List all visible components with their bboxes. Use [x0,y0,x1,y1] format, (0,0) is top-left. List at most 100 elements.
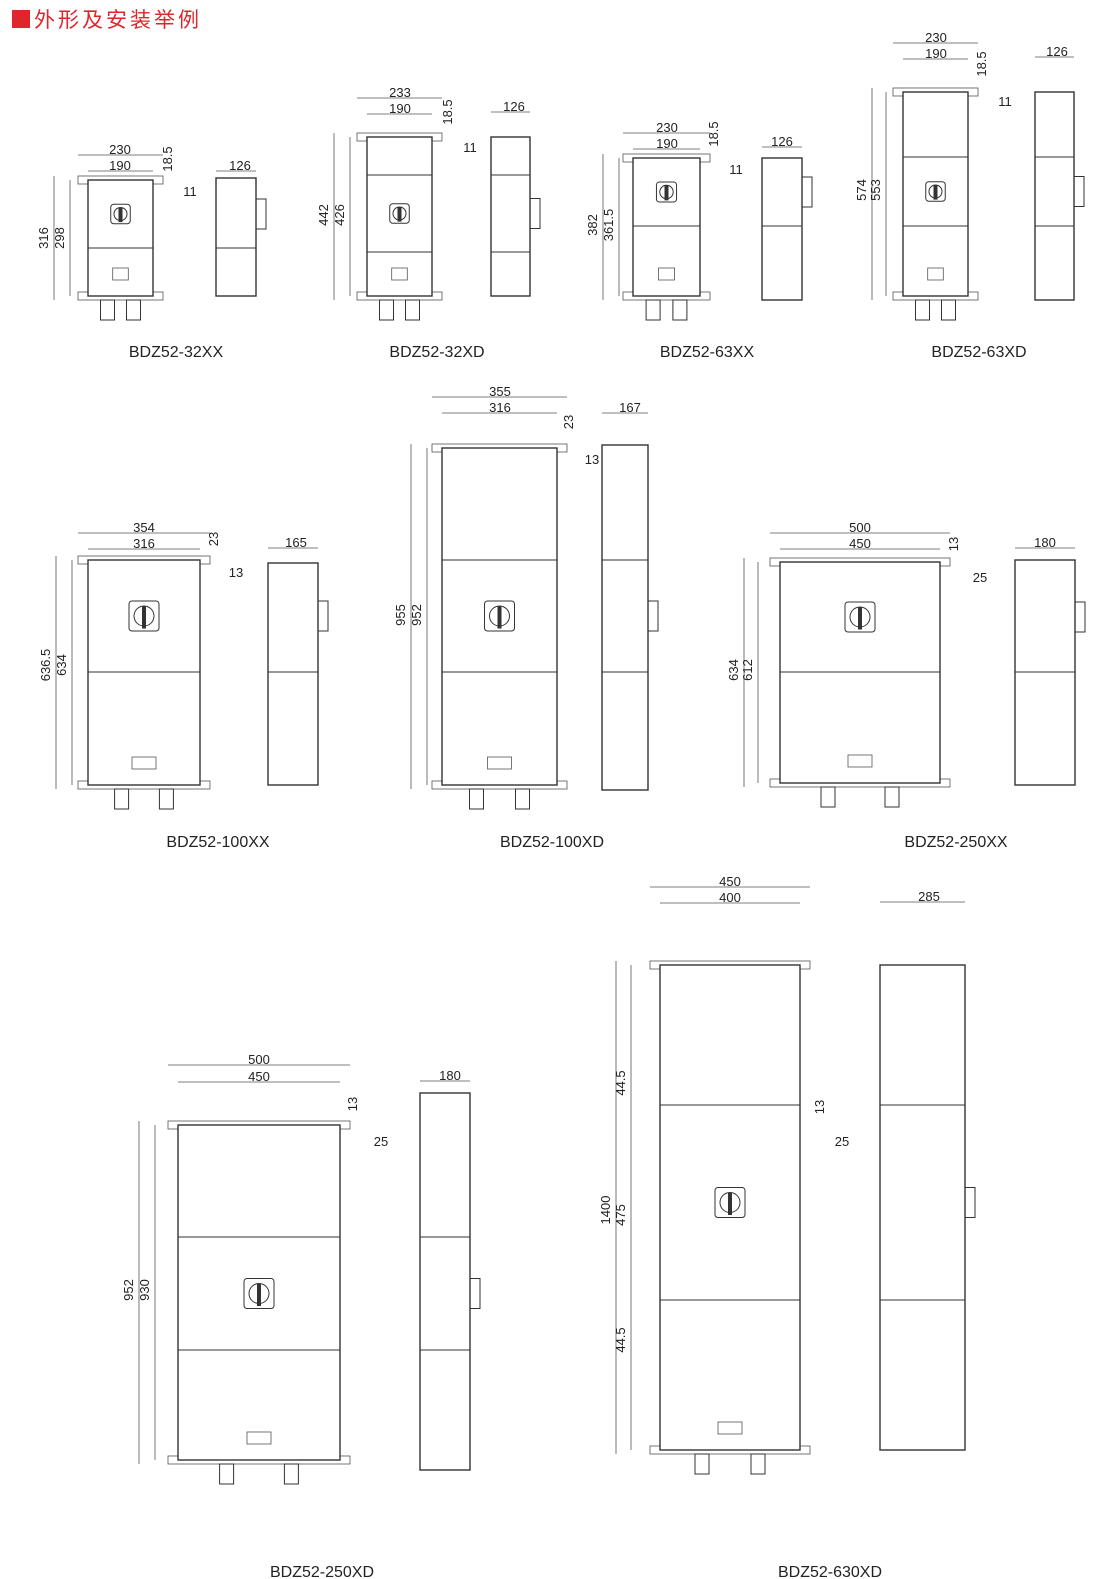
handle-side-icon [317,600,329,632]
handle-side-icon [529,198,541,229]
cable-gland-icon [694,1453,710,1475]
nameplate [717,1421,743,1435]
side-view-enclosure [215,177,257,297]
switch-handle-icon [664,185,669,201]
inner-width-label: 190 [109,158,131,173]
height-dimension-label: 316 [36,227,51,249]
model-caption: BDZ52-100XD [500,834,604,851]
height-dimension-label: 612 [740,659,755,681]
offset-dimension-label: 25 [973,570,987,585]
outer-width-label: 355 [489,384,511,399]
outer-width-label: 500 [849,520,871,535]
model-caption: BDZ52-63XD [931,344,1026,361]
section-title: 外形及安装举例 [12,4,202,34]
depth-dimension-label: 167 [619,400,641,415]
offset-dimension-label: 13 [229,565,243,580]
rotary-switch-icon [655,181,678,203]
inner-width-label: 316 [489,400,511,415]
handle-side-icon [801,176,813,208]
inner-width-label: 316 [133,536,155,551]
cable-gland-icon [645,299,661,321]
rotary-switch-icon [844,601,876,633]
offset-dimension-label: 13 [812,1100,827,1114]
model-caption: BDZ52-630XD [778,1564,882,1579]
height-dimension-label: 475 [613,1204,628,1226]
switch-handle-icon [858,607,862,630]
section-title-text: 外形及安装举例 [34,8,202,32]
model-caption: BDZ52-250XD [270,1564,374,1579]
switch-handle-icon [933,185,938,200]
depth-dimension-label: 180 [439,1068,461,1083]
outer-width-label: 230 [925,30,947,45]
offset-dimension-label: 11 [183,184,197,199]
handle-side-icon [469,1278,481,1309]
offset-dimension-label: 13 [585,452,599,467]
height-dimension-label: 634 [54,654,69,676]
height-dimension-label: 574 [854,179,869,201]
outer-width-label: 450 [719,874,741,889]
nameplate [847,754,873,768]
offset-dimension-label: 13 [345,1097,360,1111]
side-view-enclosure [761,157,803,301]
offset-dimension-label: 11 [998,94,1012,109]
cable-gland-icon [941,299,956,321]
outer-width-label: 354 [133,520,155,535]
side-view-enclosure [419,1092,471,1471]
handle-side-icon [1074,601,1086,633]
height-dimension-label: 426 [332,204,347,226]
front-view-enclosure [87,179,154,297]
height-dimension-label: 298 [52,227,67,249]
nameplate [927,267,944,281]
side-view-enclosure [490,136,531,297]
inner-width-label: 190 [925,46,947,61]
rotary-switch-icon [484,600,515,632]
nameplate [658,267,675,281]
cable-gland-icon [820,786,836,808]
height-dimension-label: 382 [585,214,600,236]
height-dimension-label: 636.5 [38,649,53,682]
side-view-enclosure [1034,91,1075,301]
rotary-switch-icon [110,203,131,225]
title-marker-icon [12,10,30,28]
handle-side-icon [647,600,659,632]
depth-dimension-label: 126 [229,158,251,173]
height-dimension-label: 44.5 [613,1327,628,1352]
rotary-switch-icon [925,181,946,202]
height-dimension-label: 553 [868,179,883,201]
offset-dimension-label: 18.5 [440,99,455,124]
cable-gland-icon [405,299,420,321]
inner-width-label: 450 [248,1069,270,1084]
height-dimension-label: 930 [137,1279,152,1301]
switch-handle-icon [257,1283,261,1306]
rotary-switch-icon [389,203,410,224]
height-dimension-label: 442 [316,204,331,226]
inner-width-label: 190 [389,101,411,116]
outer-width-label: 233 [389,85,411,100]
switch-handle-icon [118,207,123,223]
cable-gland-icon [100,299,115,321]
height-dimension-label: 44.5 [613,1070,628,1095]
front-view-enclosure [632,157,701,297]
offset-dimension-label: 25 [835,1134,849,1149]
nameplate [391,267,408,281]
height-dimension-label: 361.5 [601,209,616,242]
handle-side-icon [255,198,267,230]
cable-gland-icon [283,1463,299,1485]
side-view-enclosure [879,964,966,1451]
outer-width-label: 500 [248,1052,270,1067]
handle-side-icon [964,1187,976,1218]
depth-dimension-label: 165 [285,535,307,550]
height-dimension-label: 955 [393,604,408,626]
cable-gland-icon [750,1453,766,1475]
offset-dimension-label: 18.5 [160,146,175,171]
switch-handle-icon [142,606,146,629]
offset-dimension-label: 25 [374,1134,388,1149]
side-view-enclosure [601,444,649,791]
